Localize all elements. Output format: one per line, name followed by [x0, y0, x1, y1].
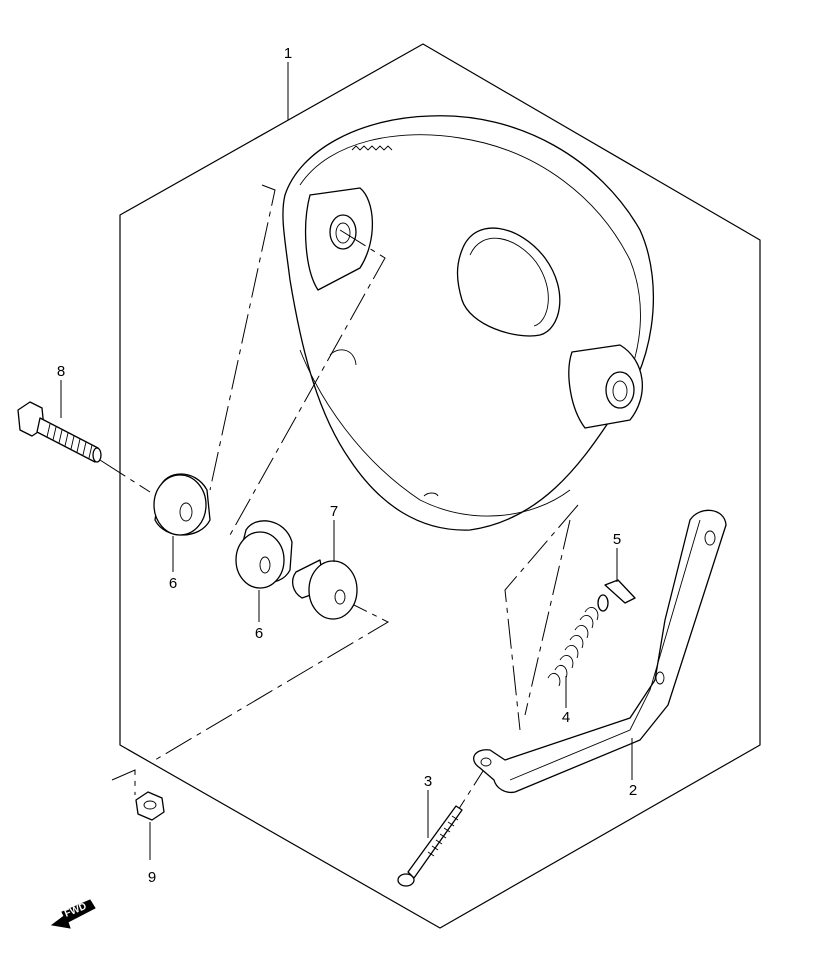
spring-part-4[interactable]: [547, 607, 599, 687]
fwd-arrow-icon: FWD: [50, 899, 96, 929]
headlamp-housing[interactable]: [282, 115, 654, 531]
bolt-part-8[interactable]: [17, 401, 102, 463]
guide-line-5: [111, 769, 136, 795]
callout-2: 2: [629, 782, 637, 799]
bracket-part-2[interactable]: [473, 509, 727, 794]
guide-line-4: [154, 597, 390, 761]
spacer-part-7[interactable]: [291, 559, 358, 620]
callout-5: 5: [613, 531, 621, 548]
callout-6a: 6: [169, 575, 177, 592]
guide-line-1: [209, 184, 276, 491]
guide-line-7: [524, 519, 571, 716]
callout-3: 3: [424, 773, 432, 790]
assembly-boundary: [119, 43, 761, 929]
callout-9: 9: [148, 869, 156, 886]
callout-6b: 6: [255, 625, 263, 642]
screw-part-3[interactable]: [397, 805, 463, 887]
guide-line-2: [229, 229, 386, 536]
washer-part-5[interactable]: [597, 579, 636, 612]
callout-7: 7: [330, 503, 338, 520]
cushion-part-6b[interactable]: [235, 520, 293, 589]
callout-4: 4: [562, 709, 570, 726]
guide-line-3: [99, 459, 151, 493]
callout-8: 8: [57, 363, 65, 380]
callout-1: 1: [284, 45, 292, 62]
guide-line-6: [504, 504, 579, 731]
cushion-part-6a[interactable]: [153, 473, 211, 536]
nut-part-9[interactable]: [135, 791, 165, 821]
